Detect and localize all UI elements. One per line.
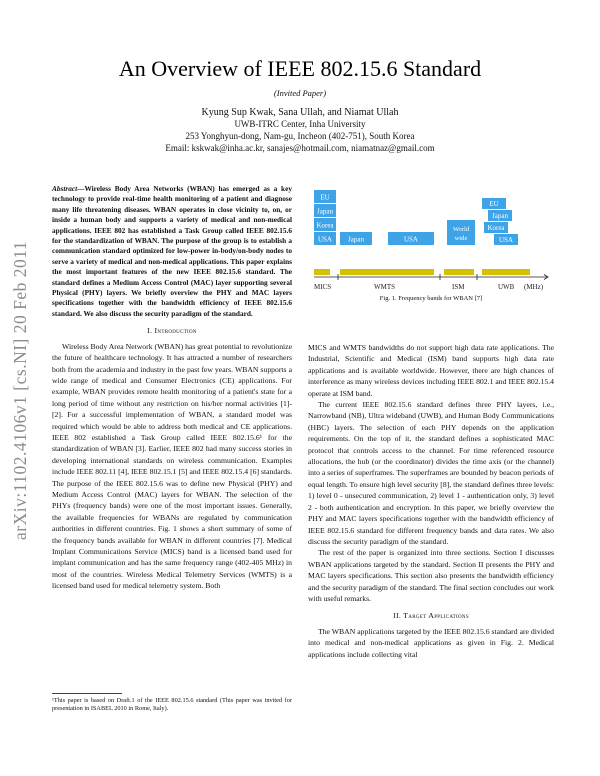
abstract: Abstract—Wireless Body Area Networks (WB… [52, 184, 292, 319]
label-uwb-eu: EU [489, 200, 498, 208]
arxiv-stamp: arXiv:1102.4106v1 [cs.NI] 20 Feb 2011 [10, 240, 30, 540]
right-paragraph-3: The rest of the paper is organized into … [308, 548, 554, 603]
band-bar-mics [314, 269, 330, 275]
right-paragraph-2: The current IEEE 802.15.6 standard defin… [308, 400, 554, 546]
label-uwb-japan: Japan [492, 212, 508, 220]
label-mics-korea: Korea [316, 222, 334, 230]
section-heading-target-applications: II. Target Applications [393, 611, 469, 621]
frequency-axis [314, 274, 549, 280]
box-ism-worldwide [447, 220, 475, 245]
box-uwb-eu [482, 198, 506, 209]
box-uwb-korea [484, 222, 508, 233]
section-heading-introduction: I. Introduction [147, 326, 197, 336]
band-bar-ism [444, 269, 474, 275]
box-uwb-usa [494, 234, 518, 245]
right-column: MICS and WMTS bandwidths do not support … [308, 342, 554, 660]
footnote-text: ¹This paper is based on Draft.1 of the I… [52, 697, 292, 713]
label-mics-eu: EU [320, 194, 329, 202]
label-mics-usa: USA [318, 236, 332, 244]
label-mics-japan: Japan [317, 208, 333, 216]
author-block: Kyung Sup Kwak, Sana Ullah, and Niamat U… [0, 106, 600, 154]
box-wmts-usa [388, 232, 434, 245]
abstract-text: —Wireless Body Area Networks (WBAN) has … [52, 184, 292, 318]
right-paragraph-1: MICS and WMTS bandwidths do not support … [308, 343, 554, 398]
label-uwb-usa: USA [499, 236, 513, 244]
target-paragraph: The WBAN applications targeted by the IE… [308, 626, 554, 659]
axis-labels: MICS WMTS ISM UWB (MHz) [314, 283, 544, 291]
axis-label-ism: ISM [452, 283, 465, 291]
axis-label-uwb: UWB [498, 283, 515, 291]
axis-label-mics: MICS [314, 283, 331, 291]
left-column: Abstract—Wireless Body Area Networks (WB… [52, 184, 292, 592]
band-bars [314, 269, 530, 275]
band-bar-wmts [340, 269, 434, 275]
footnote: ¹This paper is based on Draft.1 of the I… [52, 693, 292, 713]
label-uwb-korea: Korea [487, 224, 505, 232]
author-address: 253 Yonghyun-dong, Nam-gu, Incheon (402-… [185, 130, 415, 141]
author-affiliation: UWB-ITRC Center, Inha University [234, 119, 366, 129]
figure-caption: Fig. 1. Frequency bands for WBAN [7] [379, 295, 483, 302]
axis-label-wmts: WMTS [374, 283, 395, 291]
band-bar-uwb [482, 269, 530, 275]
abstract-lead: Abstract [52, 184, 78, 193]
paper-subtitle: (Invited Paper) [273, 88, 327, 98]
label-wmts-usa: USA [404, 236, 418, 244]
box-uwb-japan [488, 210, 512, 221]
axis-label-unit: (MHz) [524, 283, 544, 291]
footnote-rule [52, 693, 122, 694]
box-mics-eu [314, 190, 336, 203]
box-mics-usa [314, 232, 336, 245]
box-mics-korea [314, 218, 336, 231]
paper-title: An Overview of IEEE 802.15.6 Standard [118, 56, 482, 81]
intro-paragraph: Wireless Body Area Network (WBAN) has gr… [52, 341, 292, 591]
box-wmts-japan [340, 232, 372, 245]
author-email[interactable]: Email: kskwak@inha.ac.kr, sanajes@hotmai… [165, 142, 435, 153]
box-mics-japan [314, 204, 336, 217]
label-wmts-japan: Japan [348, 236, 364, 244]
author-names: Kyung Sup Kwak, Sana Ullah, and Niamat U… [201, 107, 399, 118]
